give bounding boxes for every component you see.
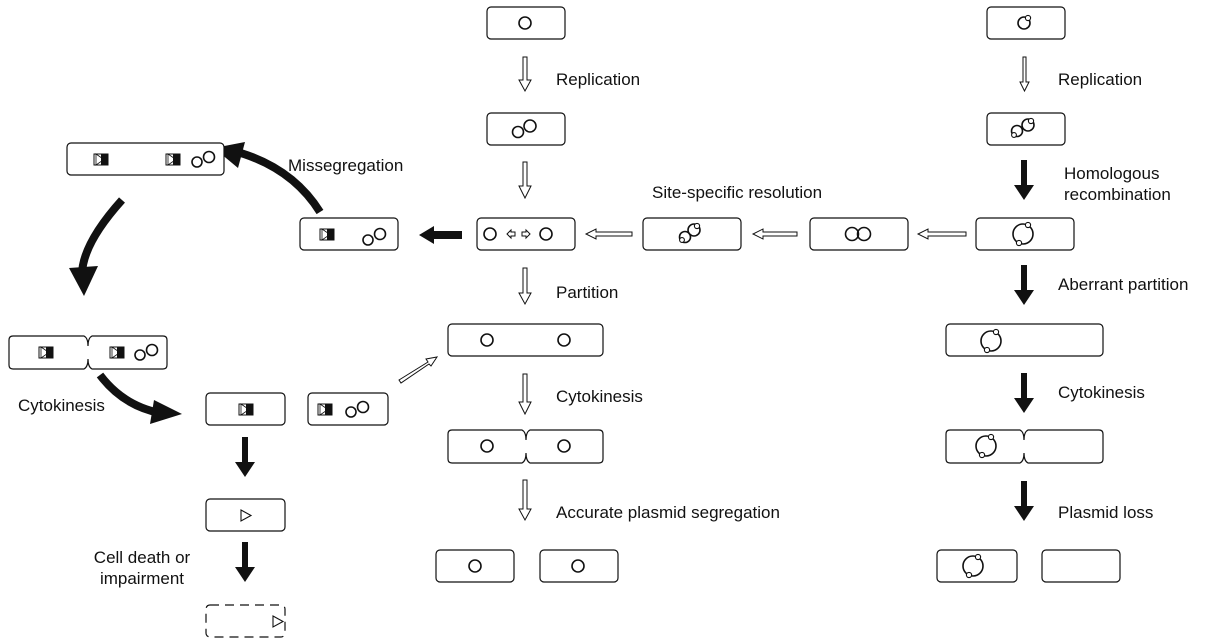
label-homologous-recombination-1: Homologous <box>1064 164 1160 183</box>
hollow-arrow-accurate-segregation <box>518 479 532 522</box>
label-aberrant-partition: Aberrant partition <box>1058 275 1189 294</box>
curved-arrow-missegregation <box>214 142 324 215</box>
hollow-arrow-back-to-partition <box>398 356 439 384</box>
cell-missegregated-dividing <box>8 335 168 370</box>
label-replication-middle: Replication <box>556 70 641 89</box>
hollow-arrow-partition <box>518 267 532 306</box>
label-partition: Partition <box>556 283 619 302</box>
solid-arrow-plasmid-loss <box>1014 481 1034 521</box>
cell-resolved-monomers <box>642 217 742 251</box>
hollow-arrow-cytokinesis-middle <box>518 373 532 416</box>
cell-missegregated-top <box>66 142 225 176</box>
cell-missegregated <box>299 217 399 251</box>
cell-middle-central <box>476 217 576 251</box>
solid-arrow-central-to-missegregated <box>419 226 462 244</box>
hollow-arrow-replication-middle <box>518 56 532 93</box>
curved-arrow-cytokinesis-left <box>96 372 182 424</box>
cell-plasmid-free-daughter <box>205 392 286 426</box>
label-homologous-recombination-2: recombination <box>1064 185 1171 204</box>
label-cytokinesis-middle: Cytokinesis <box>556 387 643 406</box>
curved-arrow-to-dividing <box>69 197 125 296</box>
label-cell-death-1: Cell death or <box>93 548 191 567</box>
label-site-specific-resolution: Site-specific resolution <box>652 183 823 202</box>
label-cell-death-2: impairment <box>99 569 185 588</box>
cell-right-daughter-with-plasmid <box>936 549 1018 583</box>
cell-daughter-right <box>539 549 619 583</box>
cell-middle-replicated <box>486 112 566 146</box>
cell-plasmid-containing-daughter <box>307 392 389 426</box>
label-missegregation: Missegregation <box>288 156 404 175</box>
cell-middle-initial <box>486 6 566 40</box>
hollow-arrow-to-central <box>518 161 532 200</box>
cell-right-aberrant <box>945 323 1104 357</box>
label-plasmid-loss: Plasmid loss <box>1058 503 1154 522</box>
hollow-arrow-replication-right <box>1019 56 1030 93</box>
label-accurate-segregation: Accurate plasmid segregation <box>556 503 780 522</box>
cell-right-replicated <box>986 112 1066 146</box>
cell-right-daughter-empty <box>1041 549 1121 583</box>
solid-arrow-to-toxin-cell <box>235 437 255 477</box>
hollow-arrow-resolving-to-resolved <box>751 228 798 240</box>
solid-arrow-cytokinesis-right <box>1014 373 1034 413</box>
cell-toxin-only <box>205 498 286 532</box>
hollow-arrow-dimer-to-resolving <box>916 228 967 240</box>
cell-resolving-dimer <box>809 217 909 251</box>
cell-right-dividing <box>945 429 1104 464</box>
cell-right-initial <box>986 6 1066 40</box>
cell-middle-partitioned <box>447 323 604 357</box>
cell-dead <box>205 604 286 638</box>
label-cytokinesis-left: Cytokinesis <box>18 396 105 415</box>
solid-arrow-aberrant-partition <box>1014 265 1034 305</box>
hollow-arrow-resolved-to-central <box>584 228 633 240</box>
label-cytokinesis-right: Cytokinesis <box>1058 383 1145 402</box>
cell-daughter-left <box>435 549 515 583</box>
cell-right-dimer <box>975 217 1075 251</box>
label-replication-right: Replication <box>1058 70 1143 89</box>
cell-middle-dividing <box>447 429 604 464</box>
solid-arrow-cell-death <box>235 542 255 582</box>
solid-arrow-homologous-recombination <box>1014 160 1034 200</box>
